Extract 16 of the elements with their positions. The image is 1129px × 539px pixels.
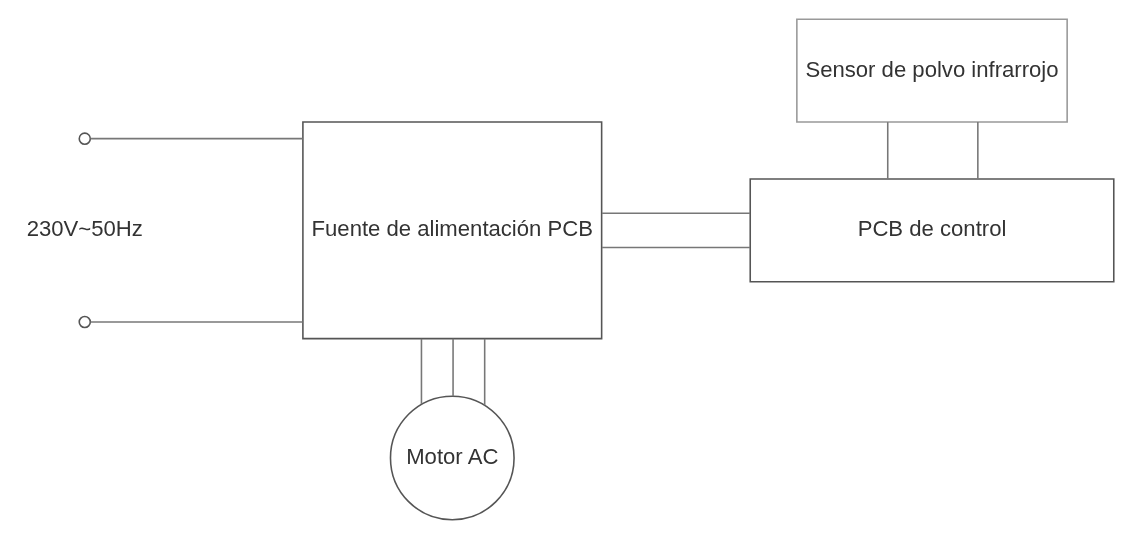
node-box: Sensor de polvo infrarrojo	[796, 18, 1068, 123]
connector	[89, 137, 304, 140]
connector	[452, 338, 454, 397]
connector	[977, 121, 979, 180]
connector	[886, 121, 889, 180]
connector	[601, 246, 751, 249]
node-circle: Motor AC	[389, 395, 515, 521]
connector	[483, 338, 486, 407]
node-box: Fuente de alimentación PCB	[302, 121, 603, 340]
label: 230V~50Hz	[26, 216, 143, 242]
connector	[601, 212, 751, 214]
node-circle	[78, 132, 92, 145]
connector	[420, 338, 423, 405]
connector	[89, 321, 304, 323]
node-box: PCB de control	[749, 178, 1115, 283]
node-circle	[78, 315, 92, 329]
